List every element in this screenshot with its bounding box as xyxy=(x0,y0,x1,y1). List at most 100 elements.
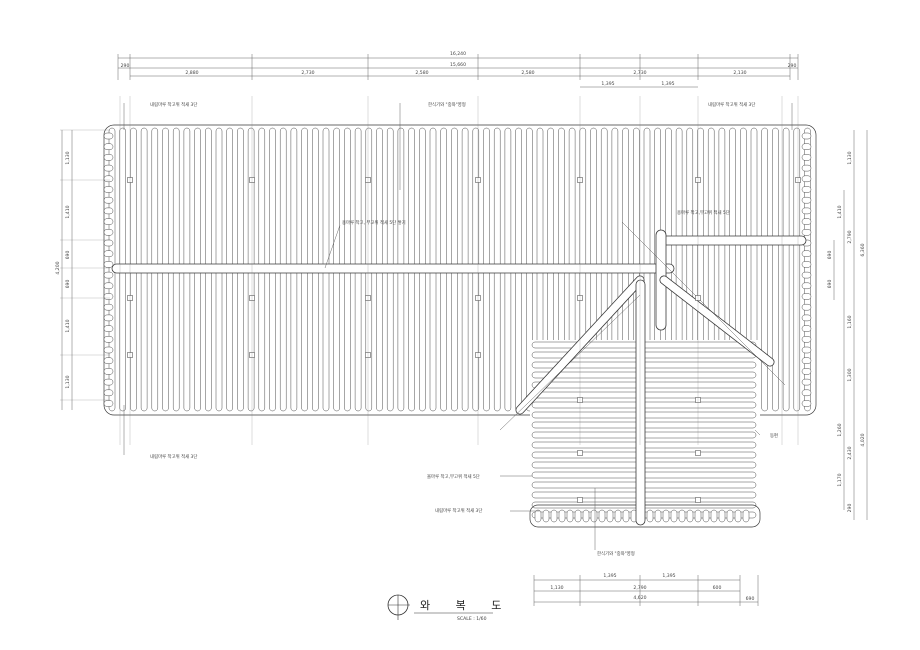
eave-end-tile-left xyxy=(103,229,114,236)
dim-left-bay-4: 690 xyxy=(65,280,71,289)
eave-end-tile-left xyxy=(103,389,114,397)
wing-eave-tile xyxy=(566,509,574,523)
tile-row-strip xyxy=(782,127,790,412)
eave-end-tile-right xyxy=(801,229,812,236)
dim-left-bay-5: 1,410 xyxy=(65,319,71,332)
eave-end-tile-right xyxy=(801,282,812,290)
tile-row-strip xyxy=(793,127,801,412)
wing-eave-tile xyxy=(646,509,654,523)
post-marker xyxy=(695,497,701,503)
note-naerim-bottom: 내림마루 착고위 적새 3단 xyxy=(435,507,482,514)
wing-eave-tile xyxy=(742,509,750,523)
eave-end-tile-left xyxy=(103,261,114,268)
dim-overhang-left: 290 xyxy=(121,63,130,69)
eave-end-tile-left xyxy=(103,336,114,343)
eave-end-tile-left xyxy=(103,303,114,311)
dim-right-bay-4: 690 xyxy=(827,280,833,289)
roof-structure xyxy=(111,177,807,526)
wing-eave-tile xyxy=(598,509,606,523)
dim-sub-bay-2: 1,395 xyxy=(661,81,674,87)
note-ridge-right: 용마루 착고,부고위 적새 5단 xyxy=(677,209,730,216)
main-ridge xyxy=(111,263,675,274)
eave-end-tile-left xyxy=(103,143,114,150)
wing-eave-tile xyxy=(534,509,542,523)
dim-right-group-a: 2,790 xyxy=(847,230,853,243)
eave-end-tile-left xyxy=(103,207,114,215)
eave-end-tile-left xyxy=(103,282,114,290)
dim-bottom-sub-1: 1,395 xyxy=(603,573,616,579)
dim-bay-5: 2,730 xyxy=(633,70,646,76)
right-ridge xyxy=(659,235,807,246)
note-naerim-top-left: 내림마루 착고위 적새 3단 xyxy=(150,101,197,108)
eave-end-tile-right xyxy=(801,336,812,343)
eave-end-tile-right xyxy=(801,389,812,397)
note-tile-top: 한식기와 "중와"영형 xyxy=(428,101,466,108)
wing-eave-tile xyxy=(734,509,742,523)
eave-end-tile-left xyxy=(103,378,114,386)
dim-left-bay-2: 1,410 xyxy=(65,205,71,218)
eave-end-tile-left xyxy=(103,196,114,204)
eave-end-tile-right xyxy=(801,400,812,407)
main-eave-outline xyxy=(103,124,817,416)
wing-ridge xyxy=(635,279,646,526)
eave-end-tile-left xyxy=(103,175,114,183)
eave-end-tile-left xyxy=(103,368,114,375)
eave-end-tile-right xyxy=(801,207,812,215)
eave-end-tile-left xyxy=(103,186,114,193)
wing-eave-tile xyxy=(574,509,582,523)
dim-right-bay-7: 1,260 xyxy=(837,423,843,436)
dim-bay-1: 2,880 xyxy=(185,70,198,76)
wing-eave-tile xyxy=(718,509,726,523)
dim-right-group-b: 4,020 xyxy=(860,433,866,446)
dimension-lines xyxy=(61,54,868,606)
dim-bottom-left: 1,130 xyxy=(550,585,563,591)
dim-bay-2: 2,730 xyxy=(301,70,314,76)
eave-end-tile-right xyxy=(801,378,812,386)
note-naerim-top-right: 내림마루 착고위 적새 3단 xyxy=(708,101,755,108)
eave-end-tile-left xyxy=(103,314,114,322)
wing-eave-tile xyxy=(702,509,710,523)
wing-eave-tile xyxy=(558,509,566,523)
dim-left-total: 4,200 xyxy=(55,261,61,274)
dim-bay-6: 2,130 xyxy=(733,70,746,76)
wing-eave-tile xyxy=(710,509,718,523)
eave-end-tile-right xyxy=(801,357,812,364)
wing-eave-tile xyxy=(654,509,662,523)
post-marker xyxy=(577,497,583,503)
dim-bottom-extra: 690 xyxy=(746,596,755,602)
dim-right-total: 6,360 xyxy=(860,243,866,256)
wing-eave-tile xyxy=(662,509,670,523)
wing-eave-tile xyxy=(670,509,678,523)
wing-eave-tile xyxy=(726,509,734,523)
dim-right-bay-1: 1,130 xyxy=(847,151,853,164)
wing-eave-tile xyxy=(614,509,622,523)
dim-sub-bay-1: 1,395 xyxy=(601,81,614,87)
dim-overall-width: 16,240 xyxy=(450,51,466,57)
dim-right-bay-2: 1,410 xyxy=(837,205,843,218)
dim-left-bay-6: 1,130 xyxy=(65,375,71,388)
construction-line xyxy=(621,221,786,386)
hip-right-inner xyxy=(660,276,774,366)
leader-line xyxy=(754,429,761,436)
note-naerim-bottom-left: 내림마루 착고위 적새 3단 xyxy=(150,453,197,460)
wing-eave-tile xyxy=(686,509,694,523)
leader-line xyxy=(324,224,341,269)
tile-row-strip xyxy=(772,127,779,412)
post-marker xyxy=(695,450,701,456)
wing-eave-tile xyxy=(622,509,630,523)
dim-bottom-right: 600 xyxy=(713,585,722,591)
eave-end-tile-left xyxy=(103,325,114,332)
eave-end-tile-left xyxy=(103,357,114,364)
wing-eave-tile xyxy=(550,509,558,523)
grid-lines xyxy=(60,96,799,445)
eave-end-tile-right xyxy=(801,271,812,279)
eave-end-tile-right xyxy=(801,154,812,161)
eave-end-tile-right xyxy=(801,186,812,193)
eave-end-tile-left xyxy=(103,154,114,161)
note-ollim-bottom: 올마루 착고,부고위 적새 5단 xyxy=(427,473,480,480)
wing-eave-tile xyxy=(606,509,614,523)
wing-eave-tile xyxy=(694,509,702,523)
eave-end-tile-right xyxy=(801,261,812,268)
drawing-scale: SCALE : 1/60 xyxy=(457,616,487,622)
